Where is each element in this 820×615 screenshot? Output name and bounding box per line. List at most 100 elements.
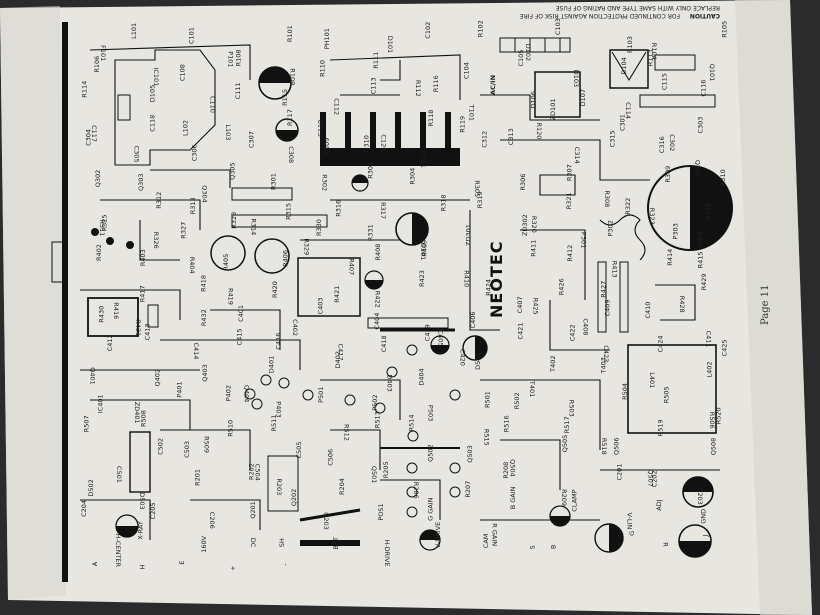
- component-label: C405: [436, 330, 444, 347]
- component-label: C403: [317, 297, 325, 314]
- component-label: R432: [200, 309, 208, 326]
- component-label: R305: [473, 180, 481, 197]
- component-label: P302: [607, 220, 615, 236]
- component-label: V-DRIVE: [434, 522, 442, 548]
- capacitor-c103: [647, 165, 733, 251]
- component-label: R317: [379, 202, 387, 219]
- component-label: C506: [326, 449, 334, 466]
- component-label: R115: [281, 89, 289, 106]
- component-label: C404: [373, 313, 381, 330]
- component-label: R426: [557, 278, 565, 295]
- component-label: D501: [474, 352, 482, 369]
- component-label: R424: [485, 279, 493, 296]
- component-label: C306: [191, 144, 199, 161]
- component-label: R420: [271, 281, 279, 298]
- component-label: P501: [317, 387, 325, 403]
- component-label: R114: [81, 81, 89, 98]
- component-label: R302: [320, 174, 328, 191]
- component-label: C501: [115, 466, 123, 483]
- component-label: R316: [335, 200, 343, 217]
- component-label: R402: [95, 244, 103, 261]
- component-label: R313: [189, 197, 197, 214]
- component-label: C425: [721, 339, 729, 356]
- svg-text:AC/IN: AC/IN: [489, 75, 497, 95]
- component-label: P401: [176, 381, 184, 397]
- component-label: R505: [662, 386, 670, 403]
- component-label: C316: [658, 136, 666, 153]
- component-label: C302: [668, 134, 676, 151]
- component-label: C412: [106, 334, 114, 351]
- component-label: R327: [180, 222, 188, 239]
- component-label: PH101: [323, 28, 331, 49]
- component-label: C418: [380, 335, 388, 352]
- component-label: R518: [600, 438, 608, 455]
- component-label: CAM: [482, 534, 490, 549]
- black-strips: [299, 164, 460, 522]
- component-label: C116: [700, 80, 708, 97]
- component-label: Q201: [249, 501, 257, 519]
- component-label: R116: [432, 75, 440, 92]
- component-label: C202: [651, 470, 659, 487]
- component-label: C419: [424, 324, 432, 341]
- component-label: R512: [343, 424, 351, 441]
- component-label: -: [282, 563, 290, 566]
- component-label: R412: [566, 245, 574, 262]
- component-label: R514: [408, 414, 416, 431]
- component-label: D503: [138, 492, 146, 509]
- component-label: Q502: [426, 444, 434, 462]
- component-label: G: [628, 531, 636, 536]
- component-label: DC: [249, 538, 257, 548]
- component-label: R319: [476, 191, 484, 208]
- component-label: C414: [192, 343, 200, 360]
- component-label: R309: [664, 166, 672, 183]
- component-label: R201: [194, 469, 202, 486]
- component-label: C305: [133, 146, 141, 163]
- component-label: R329: [302, 238, 310, 255]
- component-label: R507: [83, 415, 91, 432]
- component-label: R112: [414, 80, 422, 97]
- component-label: R431: [134, 319, 142, 336]
- component-label: ADJ: [655, 499, 663, 510]
- component-label: C309: [323, 138, 331, 155]
- component-label: C410: [644, 302, 652, 319]
- component-label: C112: [333, 98, 341, 115]
- component-label: J: [702, 535, 710, 538]
- component-label: R108: [235, 49, 243, 66]
- component-label: R206: [412, 482, 420, 499]
- component-label: R205: [382, 461, 390, 478]
- connector-p101: [639, 54, 716, 108]
- component-label: Q503: [466, 445, 474, 463]
- component-label: R517: [563, 416, 571, 433]
- component-label: R106: [93, 56, 101, 73]
- component-label: R419: [227, 288, 235, 305]
- component-label: R324: [704, 203, 712, 220]
- component-label: D107: [579, 89, 587, 106]
- component-label: BRT: [332, 537, 340, 550]
- component-label: R202: [248, 463, 256, 480]
- component-label: T401: [528, 380, 536, 397]
- component-label: Q506: [612, 437, 620, 455]
- component-label: C416: [275, 333, 283, 350]
- component-label: R502: [513, 392, 521, 409]
- component-label: R325: [101, 214, 109, 231]
- component-label: V-LIN: [625, 513, 633, 530]
- transistors: [91, 228, 461, 518]
- component-label: R321: [565, 192, 573, 209]
- component-label: R: [662, 542, 670, 547]
- component-label: GND: [699, 509, 707, 524]
- component-label: R415: [697, 251, 705, 268]
- component-label: C411: [705, 331, 713, 348]
- component-label: C311: [419, 151, 427, 168]
- component-label: E: [178, 561, 186, 565]
- component-label: C103: [554, 18, 562, 35]
- component-label: R308: [603, 190, 611, 207]
- component-label: C301: [619, 114, 627, 131]
- coil-assembly: [597, 214, 696, 333]
- component-label: L401: [648, 372, 656, 388]
- component-label: Q202: [290, 489, 298, 507]
- component-label: C420: [459, 349, 467, 366]
- component-label: R105: [721, 21, 729, 38]
- component-label: C205: [149, 502, 157, 519]
- component-label: Q303: [137, 173, 145, 191]
